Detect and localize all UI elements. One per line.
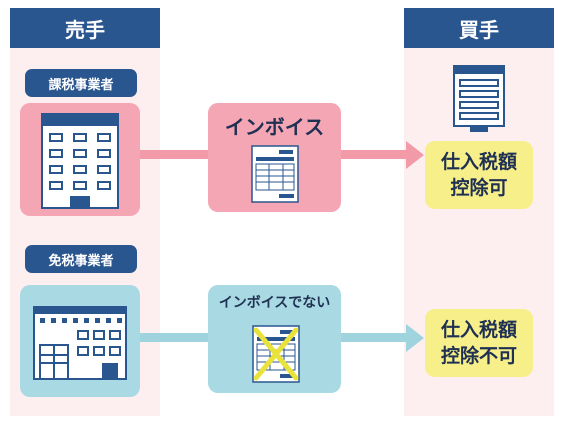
taxable-result-box: 仕入税額 控除可 (425, 141, 533, 209)
shop-building-icon (33, 306, 127, 380)
exempt-seller-pill: 免税事業者 (25, 245, 137, 273)
taxable-seller-box (20, 103, 140, 216)
seller-header: 売手 (10, 8, 160, 48)
crossed-document-icon (252, 325, 300, 383)
taxable-result-line2: 控除可 (450, 177, 508, 199)
exempt-result-line1: 仕入税額 (440, 319, 517, 341)
invoice-document-icon (251, 145, 299, 203)
invoice-label: インボイス (224, 115, 325, 139)
not-invoice-box: インボイスでない (208, 285, 341, 393)
exempt-result-line2: 控除不可 (440, 345, 517, 367)
buyer-header: 買手 (404, 8, 554, 48)
office-tower-icon (453, 65, 505, 132)
office-building-icon (41, 113, 119, 209)
exempt-result-box: 仕入税額 控除不可 (425, 309, 533, 377)
not-invoice-label: インボイスでない (218, 295, 331, 311)
invoice-box: インボイス (208, 103, 341, 212)
taxable-seller-pill: 課税事業者 (25, 69, 137, 97)
exempt-seller-box (20, 285, 140, 397)
taxable-result-line1: 仕入税額 (440, 151, 517, 173)
